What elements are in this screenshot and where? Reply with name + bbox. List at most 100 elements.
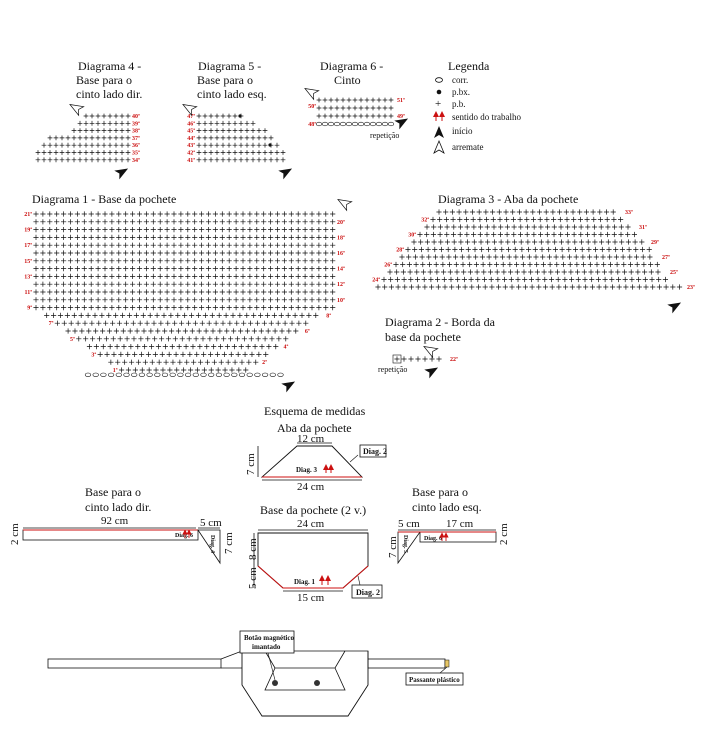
- single-crochet-mark: [509, 284, 515, 290]
- single-crochet-mark: [33, 234, 39, 240]
- single-crochet-mark: [81, 219, 87, 225]
- single-crochet-mark: [268, 250, 274, 256]
- single-crochet-mark: [316, 258, 322, 264]
- single-crochet-mark: [316, 305, 322, 311]
- single-crochet-mark: [78, 312, 84, 318]
- single-crochet-mark: [220, 150, 226, 155]
- single-crochet-mark: [240, 281, 246, 287]
- single-crochet-mark: [113, 142, 119, 148]
- single-crochet-mark: [240, 297, 246, 303]
- single-crochet-mark: [302, 242, 308, 248]
- single-crochet-mark: [274, 297, 281, 303]
- single-crochet-mark: [61, 273, 67, 279]
- single-crochet-mark: [212, 242, 218, 248]
- single-crochet-mark: [209, 312, 215, 318]
- slip-stitch-mark: [238, 114, 242, 118]
- single-crochet-mark: [510, 216, 516, 223]
- single-crochet-mark: [286, 328, 292, 334]
- single-crochet-mark: [323, 242, 329, 248]
- single-crochet-mark: [192, 258, 198, 264]
- diagram-6-repeat-label: repetição: [370, 131, 399, 140]
- single-crochet-mark: [92, 312, 98, 318]
- single-crochet-mark: [148, 328, 154, 334]
- single-crochet-mark: [364, 97, 370, 103]
- single-crochet-mark: [95, 289, 101, 295]
- single-crochet-mark: [88, 289, 94, 295]
- single-crochet-mark: [116, 234, 122, 240]
- single-crochet-mark: [186, 336, 192, 342]
- single-crochet-mark: [171, 234, 177, 240]
- single-crochet-mark: [274, 142, 280, 148]
- single-crochet-mark: [93, 344, 99, 350]
- single-crochet-mark: [197, 344, 203, 350]
- single-crochet-mark: [227, 336, 234, 342]
- single-crochet-mark: [54, 273, 60, 279]
- single-crochet-mark: [424, 239, 430, 245]
- finish-arrow-icon: [423, 346, 439, 359]
- single-crochet-mark: [95, 157, 101, 163]
- row-number-label: 17ª: [24, 243, 32, 249]
- single-crochet-mark: [79, 328, 85, 334]
- single-crochet-mark: [136, 219, 143, 225]
- single-crochet-mark: [102, 211, 108, 217]
- single-crochet-mark: [288, 227, 294, 233]
- single-crochet-mark: [83, 336, 89, 342]
- single-crochet-mark: [580, 254, 586, 260]
- single-crochet-mark: [252, 344, 258, 350]
- single-crochet-mark: [194, 367, 201, 373]
- single-crochet-mark: [601, 261, 607, 268]
- single-crochet-mark: [171, 258, 177, 264]
- single-crochet-mark: [123, 297, 129, 303]
- single-crochet-mark: [219, 227, 225, 233]
- single-crochet-mark: [500, 261, 506, 268]
- single-crochet-mark: [593, 246, 599, 253]
- single-crochet-mark: [74, 211, 80, 217]
- single-crochet-mark: [295, 281, 301, 287]
- single-crochet-mark: [254, 266, 260, 272]
- single-crochet-mark: [247, 211, 253, 217]
- single-crochet-mark: [328, 105, 334, 111]
- single-crochet-mark: [254, 297, 260, 303]
- single-crochet-mark: [268, 305, 274, 311]
- single-crochet-mark: [246, 359, 252, 365]
- single-crochet-mark: [130, 281, 136, 287]
- single-crochet-mark: [95, 150, 101, 155]
- single-crochet-mark: [210, 328, 216, 334]
- single-crochet-mark: [53, 150, 59, 155]
- row-number-label: 7ª: [49, 321, 54, 327]
- single-crochet-mark: [47, 227, 53, 233]
- single-crochet-mark: [302, 305, 308, 311]
- chain-stitch-mark: [363, 121, 371, 127]
- single-crochet-mark: [245, 344, 251, 350]
- single-crochet-mark: [557, 209, 563, 215]
- single-crochet-mark: [244, 128, 250, 133]
- single-crochet-mark: [281, 234, 287, 240]
- single-crochet-mark: [492, 246, 498, 253]
- single-crochet-mark: [376, 97, 382, 103]
- single-crochet-mark: [519, 246, 525, 253]
- single-crochet-mark: [192, 266, 198, 272]
- single-crochet-mark: [109, 297, 115, 303]
- base-bottom-measure: 15 cm: [297, 592, 325, 604]
- single-crochet-mark: [40, 250, 46, 256]
- single-crochet-mark: [601, 269, 607, 275]
- single-crochet-mark: [119, 157, 125, 163]
- single-crochet-mark: [61, 305, 67, 311]
- single-crochet-mark: [581, 261, 587, 268]
- single-crochet-mark: [634, 261, 640, 268]
- single-crochet-mark: [578, 224, 584, 230]
- row-number-label: 46ª: [187, 121, 195, 127]
- single-crochet-mark: [222, 367, 228, 373]
- single-crochet-mark: [191, 359, 197, 365]
- single-crochet-mark: [274, 242, 281, 248]
- single-crochet-mark: [296, 320, 302, 326]
- single-crochet-mark: [316, 289, 322, 295]
- single-crochet-mark: [143, 250, 149, 256]
- single-crochet-mark: [232, 359, 238, 365]
- single-crochet-mark: [309, 289, 315, 295]
- single-crochet-mark: [232, 113, 238, 119]
- single-crochet-mark: [178, 227, 184, 233]
- single-crochet-mark: [231, 328, 237, 334]
- single-crochet-mark: [240, 219, 246, 225]
- single-crochet-mark: [238, 120, 244, 126]
